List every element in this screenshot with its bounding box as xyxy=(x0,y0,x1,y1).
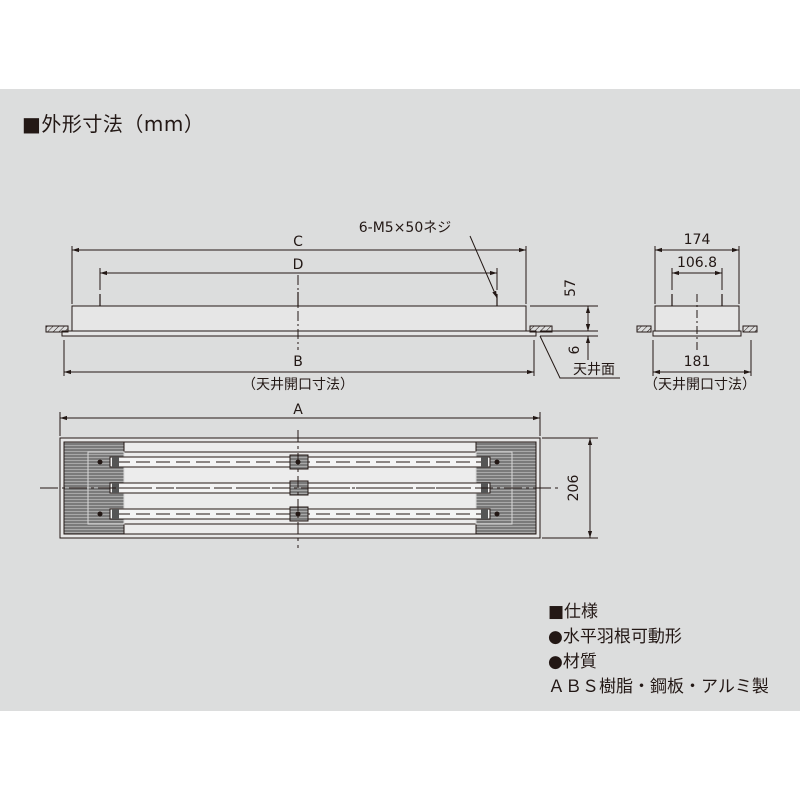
dim-181-label: 181 xyxy=(684,354,711,370)
ceiling-hatch-left xyxy=(45,325,69,333)
side-opening-note: （天井開口寸法） xyxy=(242,377,354,393)
end-ceiling-right xyxy=(742,325,758,333)
spec-feature: ●水平羽根可動形 xyxy=(548,627,682,647)
dim-c-label: C xyxy=(293,234,303,250)
side-view xyxy=(45,235,620,379)
dim-a-label: A xyxy=(293,402,303,418)
dim-57-label: 57 xyxy=(563,279,579,297)
end-ceiling-left xyxy=(636,325,652,333)
spec-material-title: ●材質 xyxy=(548,652,597,672)
dim-d-label: D xyxy=(293,257,304,273)
ceiling-hatch-right xyxy=(529,325,553,333)
screw-dots xyxy=(97,459,500,517)
drawing-panel xyxy=(0,89,800,711)
screw-note: 6-M5×50ネジ xyxy=(359,220,452,236)
dim-6-label: 6 xyxy=(567,345,583,354)
dim-b-label: B xyxy=(293,354,303,370)
dim-206-label: 206 xyxy=(566,475,582,502)
spec-title: ■仕様 xyxy=(548,602,599,622)
dim-174-label: 174 xyxy=(684,232,711,248)
side-flange xyxy=(61,330,537,337)
spec-block: ■仕様 ●水平羽根可動形 ●材質 ＡＢＳ樹脂・鋼板・アルミ製 xyxy=(548,600,769,700)
ceiling-leader xyxy=(539,335,620,379)
ceiling-surface-label: 天井面 xyxy=(573,362,615,378)
dimensions-heading: ■外形寸法（mm） xyxy=(22,112,205,136)
end-view xyxy=(636,246,758,376)
screw-leader xyxy=(469,235,498,299)
plan-view xyxy=(40,412,598,548)
dim-106-label: 106.8 xyxy=(677,255,717,271)
side-body xyxy=(71,305,527,332)
end-opening-note: （天井開口寸法） xyxy=(644,377,756,393)
spec-material: ＡＢＳ樹脂・鋼板・アルミ製 xyxy=(548,677,769,697)
